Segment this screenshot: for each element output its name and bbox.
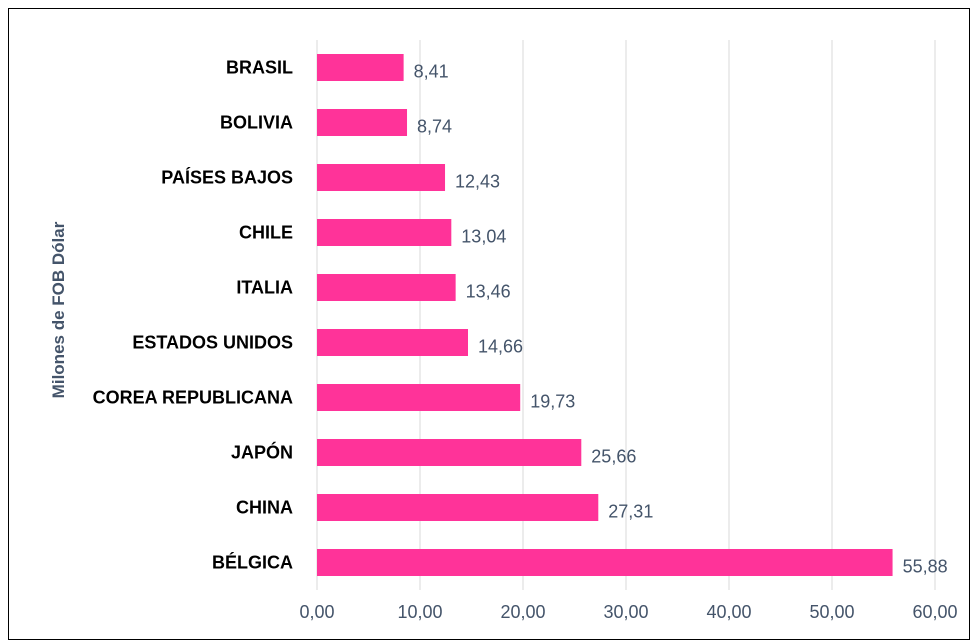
category-labels: BRASIL BOLIVIA PAÍSES BAJOS CHILE ITALIA ESTA…	[93, 58, 293, 573]
x-tick-label: 30,00	[603, 602, 648, 622]
category-label: CHINA	[236, 498, 293, 518]
bar	[317, 219, 452, 246]
category-label: PAÍSES BAJOS	[161, 167, 293, 188]
data-label: 13,46	[466, 282, 511, 302]
x-axis-ticks: 0,00 10,00 20,00 30,00 40,00 50,00 60,00	[299, 602, 957, 622]
category-label: BRASIL	[226, 58, 293, 78]
data-label: 27,31	[608, 502, 653, 522]
x-tick-label: 0,00	[299, 602, 334, 622]
x-tick-label: 20,00	[500, 602, 545, 622]
bar	[317, 329, 468, 356]
bar	[317, 274, 456, 301]
y-axis-title: Milones de FOB Dólar	[49, 221, 68, 398]
bar	[317, 439, 582, 466]
data-label: 13,04	[461, 227, 506, 247]
bar	[317, 164, 446, 191]
category-label: CHILE	[239, 223, 293, 243]
data-label: 8,74	[417, 117, 452, 137]
x-tick-label: 50,00	[809, 602, 854, 622]
value-labels: 8,41 8,74 12,43 13,04 13,46 14,66 19,73 25,66 27…	[414, 62, 948, 577]
data-label: 25,66	[591, 447, 636, 467]
data-label: 19,73	[530, 392, 575, 412]
bar	[317, 494, 599, 521]
x-tick-label: 40,00	[706, 602, 751, 622]
category-label: JAPÓN	[231, 442, 293, 463]
data-label: 55,88	[903, 557, 948, 577]
bars	[317, 54, 893, 576]
data-label: 14,66	[478, 337, 523, 357]
category-label: COREA REPUBLICANA	[93, 388, 293, 408]
x-tick-label: 10,00	[397, 602, 442, 622]
chart-frame	[8, 8, 970, 640]
category-label: BÉLGICA	[212, 552, 293, 573]
category-label: ITALIA	[236, 278, 293, 298]
category-label: BOLIVIA	[220, 113, 293, 133]
x-tick-label: 60,00	[912, 602, 957, 622]
bar	[317, 54, 404, 81]
category-label: ESTADOS UNIDOS	[132, 333, 293, 353]
data-label: 12,43	[455, 172, 500, 192]
bar	[317, 384, 521, 411]
bar	[317, 549, 893, 576]
bar	[317, 109, 408, 136]
data-label: 8,41	[414, 62, 449, 82]
